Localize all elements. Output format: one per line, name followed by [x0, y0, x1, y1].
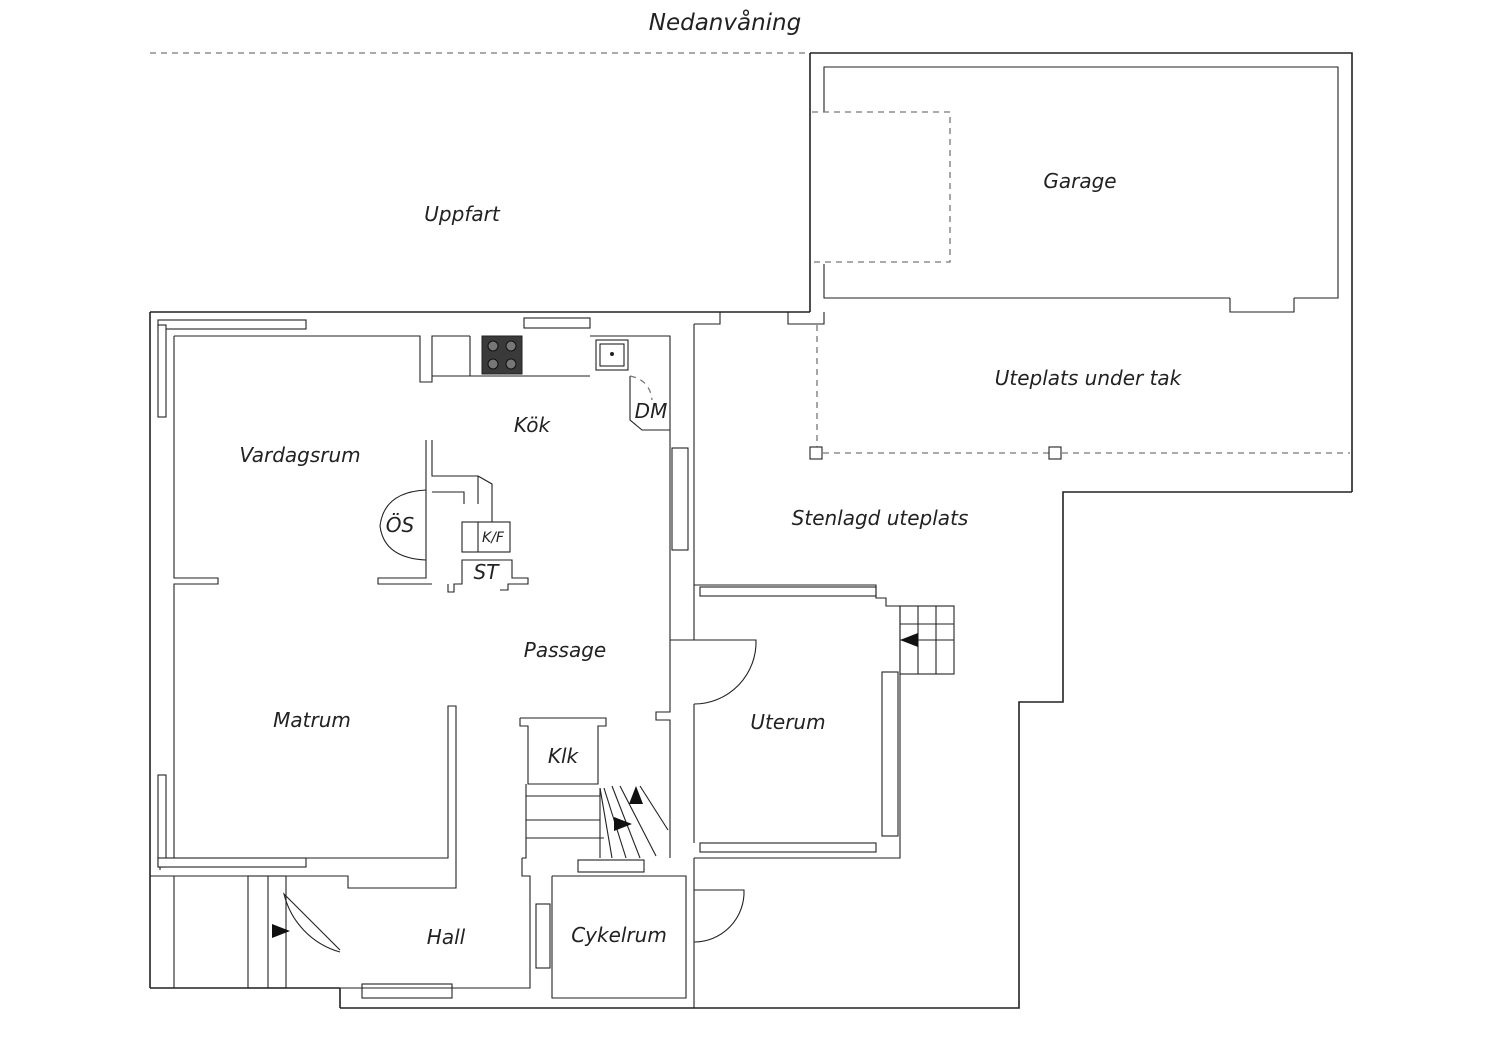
stair-arrow-icon: [629, 786, 643, 804]
door-swing: [282, 892, 341, 953]
door-swing: [693, 639, 757, 705]
dishwasher-swing: [629, 375, 653, 401]
label-dm: DM: [635, 399, 668, 423]
house-walls: [149, 311, 810, 1009]
stove-icon: [481, 335, 523, 375]
stone-patio-outline: [694, 491, 1352, 1009]
stair-arrow-icon: [614, 817, 632, 831]
fireplace-block: [377, 440, 529, 593]
label-garage: Garage: [1043, 169, 1116, 193]
doors: [247, 639, 757, 989]
floor-title: Nedanvåning: [649, 8, 801, 36]
kitchen-counter: [432, 335, 670, 431]
label-hall: Hall: [427, 925, 466, 949]
step-arrow-icon: [900, 633, 918, 647]
label-uterum: Uterum: [750, 710, 825, 734]
garage-structure: [809, 52, 1353, 492]
label-uteplats-under-tak: Uteplats under tak: [995, 366, 1183, 390]
label-uppfart: Uppfart: [424, 202, 501, 226]
pillar: [1048, 446, 1062, 460]
label-kok: Kök: [514, 413, 552, 437]
label-stenlagd-uteplats: Stenlagd uteplats: [792, 506, 969, 530]
label-cykelrum: Cykelrum: [571, 923, 667, 947]
uterum-steps: [899, 605, 955, 675]
label-kf: K/F: [482, 530, 505, 546]
label-vardagsrum: Vardagsrum: [239, 443, 360, 467]
fireplace-os: [379, 489, 427, 561]
label-klk: Klk: [548, 744, 580, 768]
label-os: ÖS: [386, 513, 415, 537]
interior-walls: [340, 584, 901, 1008]
staircase: [526, 785, 669, 859]
covered-patio: [787, 312, 1350, 460]
pillar: [809, 446, 823, 460]
label-matrum: Matrum: [273, 708, 351, 732]
patio-edge: [694, 311, 721, 325]
door-swing: [693, 889, 745, 943]
label-passage: Passage: [524, 638, 606, 662]
entry-arrow-icon: [272, 924, 290, 938]
label-st: ST: [474, 560, 501, 584]
windows: [157, 317, 899, 999]
